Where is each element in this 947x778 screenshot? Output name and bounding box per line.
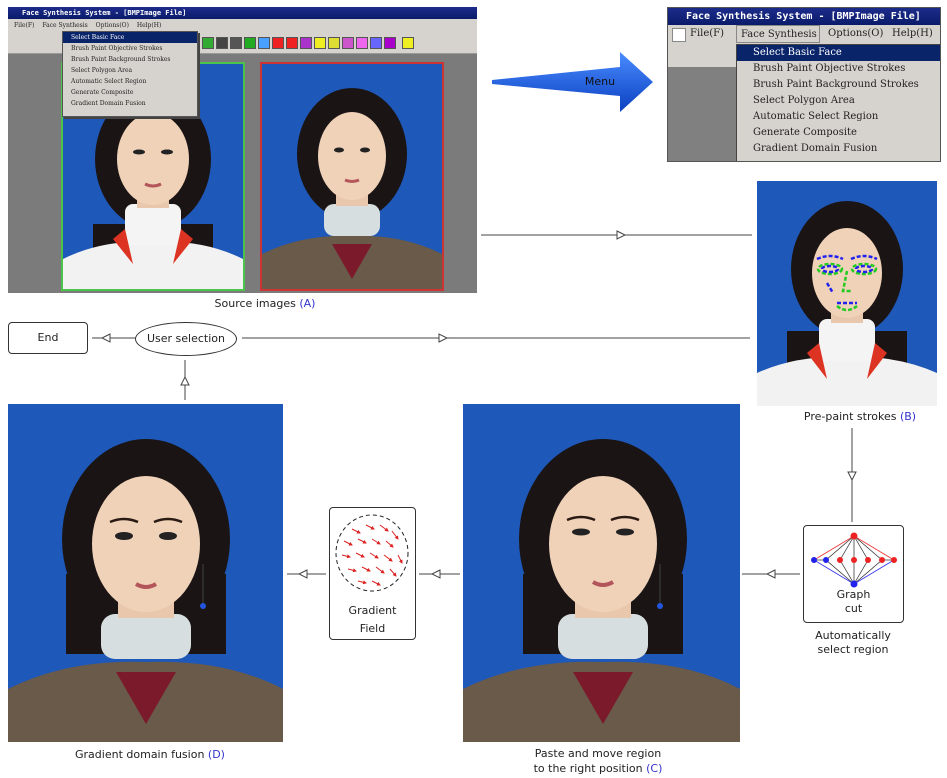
menu-face-synthesis-zoom[interactable]: Face Synthesis [736, 25, 820, 43]
prepaint-photo [757, 181, 937, 406]
vector-field-icon [335, 514, 409, 592]
menu-item-brush-objective[interactable]: Brush Paint Objective Strokes [71, 45, 163, 52]
menu-item-generate-composite[interactable]: Generate Composite [753, 127, 857, 138]
help-icon[interactable] [402, 37, 414, 49]
graph-network-icon [811, 532, 897, 588]
app-window-a: Face Synthesis System - [BMPImage File] … [8, 7, 477, 293]
open-icon[interactable] [202, 37, 214, 49]
caption-fusion: Gradient domain fusion (D) [50, 748, 250, 762]
menu-item-gradient-fusion[interactable]: Gradient Domain Fusion [753, 143, 878, 154]
gradient-field-label-1: Gradient [348, 604, 397, 617]
caption-auto-line2: select region [817, 643, 889, 656]
caption-paste-text: to the right position [533, 762, 643, 775]
graph-cut-node: Graph cut [803, 525, 904, 623]
user-selection-node: User selection [135, 322, 237, 356]
graph-cut-label-2: cut [844, 602, 863, 615]
menu-item-gradient-fusion[interactable]: Gradient Domain Fusion [71, 100, 146, 107]
gradient-field-label-2: Field [359, 622, 386, 635]
app-menu-bar-zoom: File(F) Face Synthesis Options(O) Help(H… [668, 25, 940, 43]
document-icon [672, 28, 686, 42]
arrow-forward-icon[interactable] [286, 37, 298, 49]
paste-result-photo [463, 404, 740, 742]
face-illustration [757, 181, 937, 406]
copy-icon[interactable] [300, 37, 312, 49]
pen-icon[interactable] [370, 37, 382, 49]
menu-arrow-icon [492, 52, 653, 112]
caption-fusion-tag: (D) [207, 748, 225, 761]
region-icon[interactable] [328, 37, 340, 49]
save-as-icon[interactable] [230, 37, 242, 49]
menu-help-zoom[interactable]: Help(H) [892, 28, 933, 39]
menu-item-automatic-select[interactable]: Automatic Select Region [71, 78, 147, 85]
menu-item-brush-background[interactable]: Brush Paint Background Strokes [753, 79, 919, 90]
paste-icon[interactable] [314, 37, 326, 49]
fusion-result-photo [8, 404, 283, 742]
brush-icon[interactable] [356, 37, 368, 49]
menu-file[interactable]: File(F) [14, 22, 35, 29]
menu-help[interactable]: Help(H) [136, 22, 162, 29]
save-icon[interactable] [216, 37, 228, 49]
face-illustration [262, 64, 442, 289]
dropdown-menu-zoom: Select Basic Face Brush Paint Objective … [736, 44, 940, 161]
caption-fusion-text: Gradient domain fusion [75, 748, 205, 761]
menu-arrow-label: Menu [584, 75, 616, 88]
caption-prepaint: Pre-paint strokes (B) [780, 410, 940, 424]
menu-item-select-polygon[interactable]: Select Polygon Area [753, 95, 855, 106]
menu-face-synthesis[interactable]: Face Synthesis [42, 22, 88, 29]
caption-prepaint-tag: (B) [899, 410, 917, 423]
dropdown-menu-small: Select Basic Face Brush Paint Objective … [62, 31, 198, 117]
caption-paste-line2: to the right position (C) [513, 762, 683, 776]
color-icon[interactable] [384, 37, 396, 49]
arrow-left-icon[interactable] [258, 37, 270, 49]
menu-item-select-basic-face[interactable]: Select Basic Face [737, 45, 940, 61]
menu-options[interactable]: Options(O) [95, 22, 129, 29]
source-photo-2 [260, 62, 444, 291]
face-illustration [463, 404, 740, 742]
caption-source-text: Source images [214, 297, 296, 310]
menu-item-brush-objective[interactable]: Brush Paint Objective Strokes [753, 63, 906, 74]
menu-item-select-basic-face[interactable]: Select Basic Face [63, 32, 197, 43]
caption-paste-line1: Paste and move region [534, 747, 662, 760]
app-window-menu-zoom: Face Synthesis System - [BMPImage File] … [667, 7, 941, 162]
menu-options-zoom[interactable]: Options(O) [828, 28, 884, 39]
caption-prepaint-text: Pre-paint strokes [803, 410, 897, 423]
face-illustration [8, 404, 283, 742]
menu-item-brush-background[interactable]: Brush Paint Background Strokes [71, 56, 171, 63]
app-title-bar-zoom: Face Synthesis System - [BMPImage File] [668, 8, 940, 25]
end-node: End [8, 322, 88, 354]
app-title-bar: Face Synthesis System - [BMPImage File] [8, 7, 477, 19]
menu-item-select-polygon[interactable]: Select Polygon Area [71, 67, 133, 74]
menu-file-zoom[interactable]: File(F) [690, 28, 724, 39]
arrow-back-icon[interactable] [272, 37, 284, 49]
caption-auto-line1: Automatically [815, 629, 891, 642]
load-icon[interactable] [244, 37, 256, 49]
canvas-area-zoom [668, 67, 736, 161]
menu-item-automatic-select[interactable]: Automatic Select Region [753, 111, 879, 122]
app-menu-bar: File(F) Face Synthesis Options(O) Help(H… [8, 19, 477, 33]
polygon-icon[interactable] [342, 37, 354, 49]
caption-source: Source images (A) [180, 297, 350, 311]
menu-item-generate-composite[interactable]: Generate Composite [71, 89, 134, 96]
gradient-field-node: Gradient Field [329, 507, 416, 640]
caption-source-tag: (A) [299, 297, 316, 310]
graph-cut-label-1: Graph [836, 588, 871, 601]
caption-paste-tag: (C) [646, 762, 663, 775]
